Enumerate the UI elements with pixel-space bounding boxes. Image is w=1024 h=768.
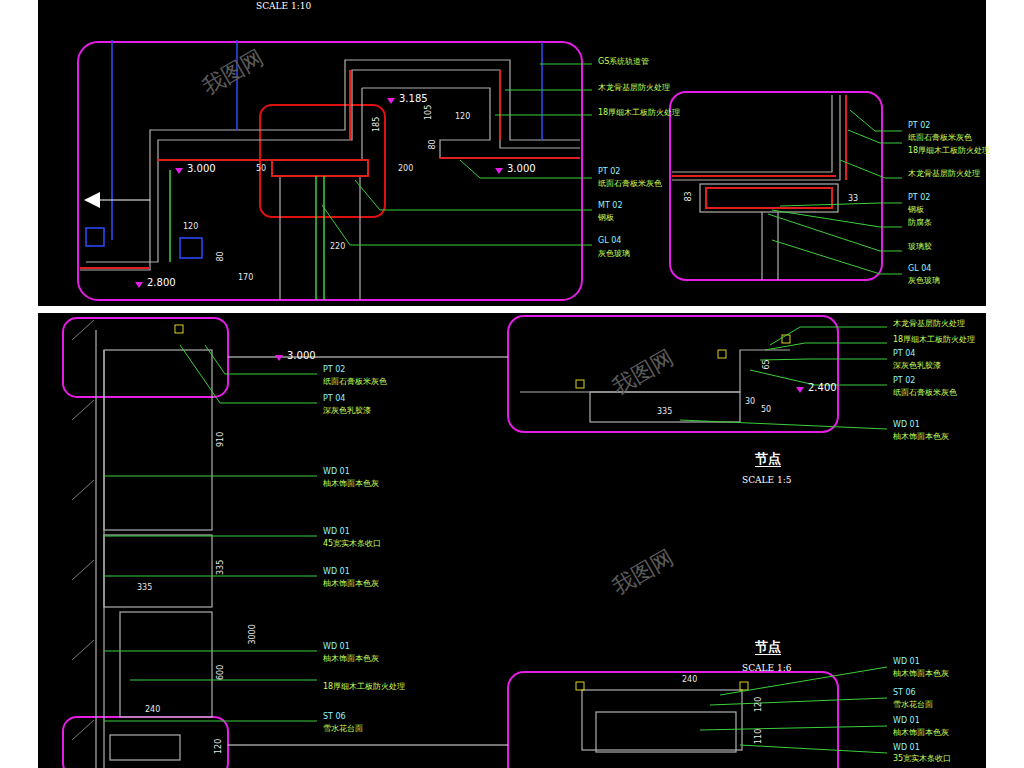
material-code: ST 06	[323, 713, 346, 722]
material-code: WD 01	[323, 643, 350, 652]
material-note: 35宽实木条收口	[893, 755, 951, 764]
dimension-text: 240	[682, 676, 697, 685]
material-note: GS系统轨道管	[598, 58, 649, 67]
material-note: 柚木饰面本色灰	[323, 655, 379, 664]
material-note: 木龙骨基层防火处理	[598, 84, 670, 93]
material-note: 柚木饰面本色灰	[323, 580, 379, 589]
material-note: 深灰色乳胶漆	[893, 362, 941, 371]
material-note: 柚木饰面本色灰	[893, 729, 949, 738]
dimension-text: 120	[455, 113, 470, 122]
material-note: 钢板	[908, 206, 924, 215]
material-note: 木龙骨基层防火处理	[908, 170, 980, 179]
dimension-text: 910	[217, 432, 226, 447]
material-code: WD 01	[893, 421, 920, 430]
material-note: 木龙骨基层防火处理	[893, 320, 965, 329]
material-note: 纸面石膏板米灰色	[598, 180, 662, 189]
detail-heading: 节点	[755, 452, 781, 467]
material-note: 纸面石膏板米灰色	[323, 378, 387, 387]
dimension-text: 120	[755, 697, 764, 712]
material-note: 玻璃胶	[908, 243, 932, 252]
material-note: 柚木饰面本色灰	[893, 670, 949, 679]
dimension-text: 335	[137, 584, 152, 593]
dimension-text: 240	[145, 706, 160, 715]
material-code: PT 02	[908, 194, 930, 203]
dimension-text: 80	[217, 251, 226, 261]
material-note: 雪水花台面	[893, 701, 933, 710]
dimension-text: 80	[429, 139, 438, 149]
material-code: ST 06	[893, 689, 916, 698]
dimension-text: 105	[425, 105, 434, 120]
dimension-text: 120	[215, 739, 224, 754]
material-code: PT 02	[323, 366, 345, 375]
material-note: 深灰色乳胶漆	[323, 407, 371, 416]
scale-note: SCALE 1:6	[742, 664, 791, 674]
dimension-text: 33	[848, 195, 858, 204]
material-code: GL 04	[908, 265, 931, 274]
material-code: WD 01	[323, 528, 350, 537]
material-code: WD 01	[893, 744, 920, 753]
scale-note: SCALE 1:10	[256, 2, 311, 12]
elevation-mark: 3.185	[399, 93, 428, 104]
material-note: 45宽实木条收口	[323, 540, 381, 549]
material-note: 18厚细木工板防火处理	[893, 336, 975, 345]
dimension-text: 50	[256, 165, 266, 174]
elevation-mark: 2.800	[147, 277, 176, 288]
material-code: MT 02	[598, 202, 623, 211]
dimension-text: 185	[373, 117, 382, 132]
material-note: 纸面石膏板米灰色	[908, 134, 972, 143]
material-note: 柚木饰面本色灰	[893, 433, 949, 442]
elevation-mark: 3.000	[187, 163, 216, 174]
elevation-mark: 2.400	[808, 382, 837, 393]
material-code: WD 01	[323, 468, 350, 477]
material-note: 柚木饰面本色灰	[323, 480, 379, 489]
material-code: PT 04	[323, 395, 345, 404]
dimension-text: 600	[217, 665, 226, 680]
dimension-text: 50	[761, 406, 771, 415]
material-note: 灰色玻璃	[598, 250, 630, 259]
elevation-mark: 3.000	[287, 350, 316, 361]
material-code: PT 04	[893, 350, 915, 359]
material-code: PT 02	[598, 168, 620, 177]
material-note: 18厚细木工板防火处理	[598, 109, 680, 118]
material-note: 18厚细木工板防火处理	[908, 147, 990, 156]
material-code: PT 02	[908, 122, 930, 131]
dimension-text: 3000	[249, 624, 258, 644]
dimension-text: 335	[657, 408, 672, 417]
material-note: 纸面石膏板米灰色	[893, 389, 957, 398]
material-note: 灰色玻璃	[908, 277, 940, 286]
dimension-text: 110	[755, 729, 764, 744]
material-code: WD 01	[323, 568, 350, 577]
dimension-text: 65	[763, 359, 772, 369]
detail-heading: 节点	[755, 640, 781, 655]
dimension-text: 83	[685, 191, 694, 201]
material-code: PT 02	[893, 377, 915, 386]
scale-note: SCALE 1:5	[742, 476, 791, 486]
material-code: WD 01	[893, 658, 920, 667]
elevation-mark: 3.000	[507, 163, 536, 174]
material-note: 钢板	[598, 214, 614, 223]
dimension-text: 30	[745, 398, 755, 407]
material-code: GL 04	[598, 237, 621, 246]
material-note: 防腐条	[908, 219, 932, 228]
dimension-text: 220	[330, 243, 345, 252]
material-code: WD 01	[893, 717, 920, 726]
dimension-text: 335	[217, 560, 226, 575]
dimension-text: 170	[238, 274, 253, 283]
material-note: 雪水花台面	[323, 725, 363, 734]
dimension-text: 120	[183, 223, 198, 232]
material-note: 18厚细木工板防火处理	[323, 683, 405, 692]
dimension-text: 200	[398, 165, 413, 174]
